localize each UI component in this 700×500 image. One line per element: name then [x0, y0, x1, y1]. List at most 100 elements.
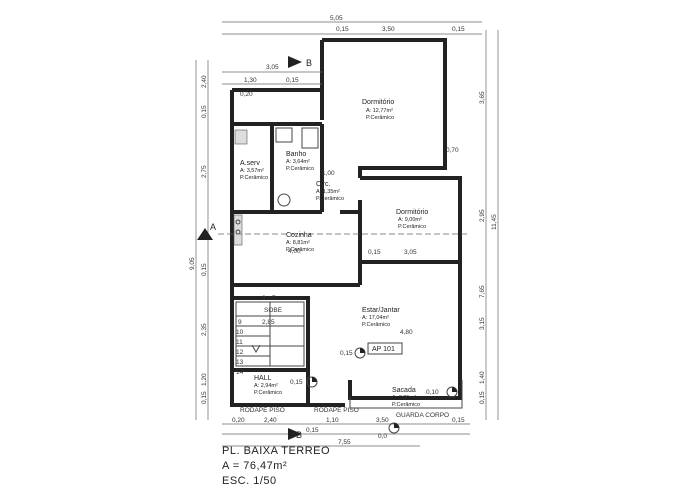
dim-left-7: 0,15 — [201, 391, 208, 404]
svg-text:P.Cerâmico: P.Cerâmico — [392, 402, 420, 408]
stair-label: SOBE — [264, 307, 283, 314]
balcony-rail — [349, 380, 463, 409]
dim-bottom-1: 2,40 — [264, 417, 277, 424]
level-2: 0,10 — [426, 389, 439, 396]
section-markers — [197, 56, 470, 440]
bathroom-fixtures — [275, 127, 319, 207]
dim-top-7: 0,20 — [240, 91, 253, 98]
wall-living — [232, 262, 462, 400]
room-bedroom-1: Dormitório A: 12,77m² P.Cerâmico — [362, 99, 394, 121]
dim-bottom-5: 0,15 — [452, 417, 465, 424]
dim-left-4: 0,15 — [201, 263, 208, 276]
dim-top-2: 3,50 — [382, 26, 395, 33]
svg-text:A.serv: A.serv — [240, 160, 260, 167]
svg-text:P.Cerâmico: P.Cerâmico — [286, 166, 314, 172]
svg-text:A: 1,35m²: A: 1,35m² — [316, 189, 340, 195]
level-markers — [306, 347, 458, 434]
svg-text:Dormitório: Dormitório — [396, 209, 428, 216]
svg-text:P.Cerâmico: P.Cerâmico — [254, 390, 282, 396]
stair-step-12: 12 — [236, 349, 244, 356]
svg-text:HALL: HALL — [254, 375, 272, 382]
dim-top-6: 0,15 — [286, 77, 299, 84]
dim-bottom-6: 7,55 — [338, 439, 351, 446]
label-guard-rail: GUARDA CORPO — [396, 412, 449, 419]
dim-top-1: 0,15 — [336, 26, 349, 33]
label-baseboard-2: RODAPE PISO — [240, 407, 285, 414]
svg-text:P.Cerâmico: P.Cerâmico — [316, 196, 344, 202]
dim-interior-5: 2,85 — [262, 319, 275, 326]
stair-step-8: 8 — [262, 295, 266, 302]
plan-area: A = 76,47m² — [222, 460, 287, 472]
svg-text:A: 9,00m²: A: 9,00m² — [398, 217, 422, 223]
svg-text:P.Cerâmico: P.Cerâmico — [362, 322, 390, 328]
section-a: A — [210, 222, 216, 232]
dim-right-0: 3,65 — [479, 91, 486, 104]
stair-step-14: 14 — [236, 369, 244, 376]
dim-top-0: 5,05 — [330, 15, 343, 22]
svg-text:A: 3,64m²: A: 3,64m² — [286, 159, 310, 165]
svg-text:Banho: Banho — [286, 151, 306, 158]
room-service-area: A.serv A: 3,57m² P.Cerâmico — [240, 160, 268, 181]
section-b-bottom: B — [296, 430, 302, 440]
wall-stair-hall — [232, 296, 310, 405]
room-bedroom-2: Dormitório A: 9,00m² P.Cerâmico — [396, 209, 428, 230]
dim-right-7: 0,15 — [479, 391, 486, 404]
staircase — [235, 301, 305, 367]
svg-text:A: 17,04m²: A: 17,04m² — [362, 315, 389, 321]
svg-text:A: 3,85m²: A: 3,85m² — [392, 395, 416, 401]
dim-interior-4: 4,80 — [400, 329, 413, 336]
dim-top-3: 0,15 — [452, 26, 465, 33]
svg-text:Dormitório: Dormitório — [362, 99, 394, 106]
dim-left-1: 0,15 — [201, 105, 208, 118]
stair-step-11: 11 — [236, 339, 243, 346]
level-1: 0,15 — [290, 379, 303, 386]
room-hall: HALL A: 2,94m² P.Cerâmico — [254, 375, 282, 396]
svg-text:A: 2,94m²: A: 2,94m² — [254, 383, 278, 389]
svg-text:P.Cerâmico: P.Cerâmico — [286, 247, 314, 253]
dim-top-4: 3,05 — [266, 64, 279, 71]
svg-text:P.Cerâmico: P.Cerâmico — [366, 115, 394, 121]
svg-text:Estar/Jantar: Estar/Jantar — [362, 307, 400, 314]
stair-step-10: 10 — [236, 329, 244, 336]
wall-bedroom1 — [320, 38, 447, 178]
dim-bottom-3: 1,10 — [326, 417, 339, 424]
dim-right-5: 3,15 — [479, 317, 486, 330]
dim-bottom-7: 0,0 — [378, 433, 387, 440]
svg-text:P.Cerâmico: P.Cerâmico — [398, 224, 426, 230]
svg-text:Sacada: Sacada — [392, 387, 416, 394]
room-living-dining: Estar/Jantar A: 17,04m² P.Cerâmico — [362, 307, 400, 328]
dim-left-3: 9,05 — [189, 257, 196, 270]
svg-text:A: 3,57m²: A: 3,57m² — [240, 168, 264, 174]
dim-interior-3: 3,05 — [404, 249, 417, 256]
room-kitchen: Cozinha A: 8,81m² P.Cerâmico — [286, 232, 314, 253]
unit-label: AP 101 — [372, 346, 395, 353]
dim-right-4: 7,65 — [479, 285, 486, 298]
laundry-tank — [234, 129, 248, 145]
dim-bottom-2: 0,15 — [306, 427, 319, 434]
plan-scale: ESC. 1/50 — [222, 475, 277, 487]
stair-step-9: 9 — [238, 319, 242, 326]
stair-step-13: 13 — [236, 359, 244, 366]
plan-title: PL. BAIXA TERREO — [222, 445, 330, 457]
dim-bottom-4: 3,50 — [376, 417, 389, 424]
dim-left-6: 1,20 — [201, 373, 208, 386]
kitchen-counter — [233, 214, 243, 246]
room-balcony: Sacada A: 3,85m² P.Cerâmico — [392, 387, 420, 408]
dim-interior-2: 0,15 — [368, 249, 381, 256]
svg-text:Cozinha: Cozinha — [286, 232, 312, 239]
level-0: 0,15 — [340, 350, 353, 357]
svg-text:A: 12,77m²: A: 12,77m² — [366, 108, 393, 114]
room-bathroom: Banho A: 3,64m² P.Cerâmico — [286, 151, 314, 172]
dim-right-6: 1,40 — [479, 371, 486, 384]
label-baseboard-1: RODAPE PISO — [314, 407, 359, 414]
dim-left-5: 2,35 — [201, 323, 208, 336]
dim-interior-0: 1,00 — [322, 170, 335, 177]
dim-bottom-0: 0,20 — [232, 417, 245, 424]
dim-right-3: 11,45 — [491, 214, 498, 230]
dim-left-0: 2,40 — [201, 75, 208, 88]
svg-text:Circ.: Circ. — [316, 181, 330, 188]
dim-right-2: 2,95 — [479, 209, 486, 222]
dim-interior-1: 4,00 — [288, 248, 301, 255]
